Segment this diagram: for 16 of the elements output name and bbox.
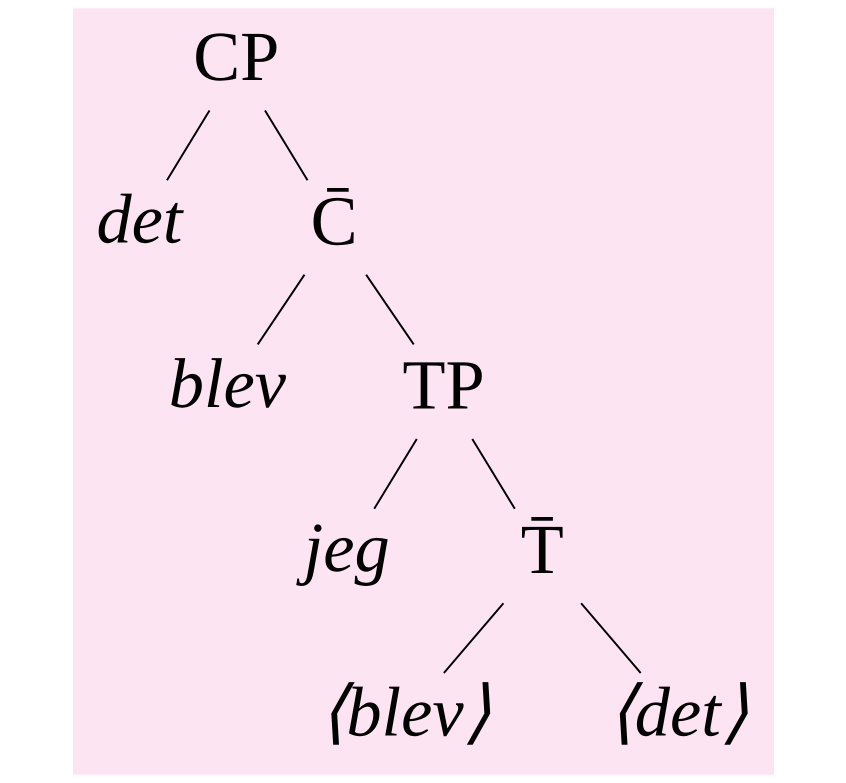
connector [256,274,305,346]
connector [364,274,414,346]
node-text: ⟨det⟩ [607,673,748,752]
connector [580,602,641,674]
node-text: CP [192,18,279,96]
node-text: ⟨blev⟩ [318,673,490,752]
node-text: C̄ [310,182,358,260]
connector [166,110,210,181]
node-text: T̄ [520,510,564,589]
node-text: blev [168,344,286,423]
node-text: TP [402,346,484,425]
connector [264,110,308,181]
connector [372,438,418,510]
connector [442,602,504,674]
node-text: det [96,180,182,258]
connector [470,438,516,510]
